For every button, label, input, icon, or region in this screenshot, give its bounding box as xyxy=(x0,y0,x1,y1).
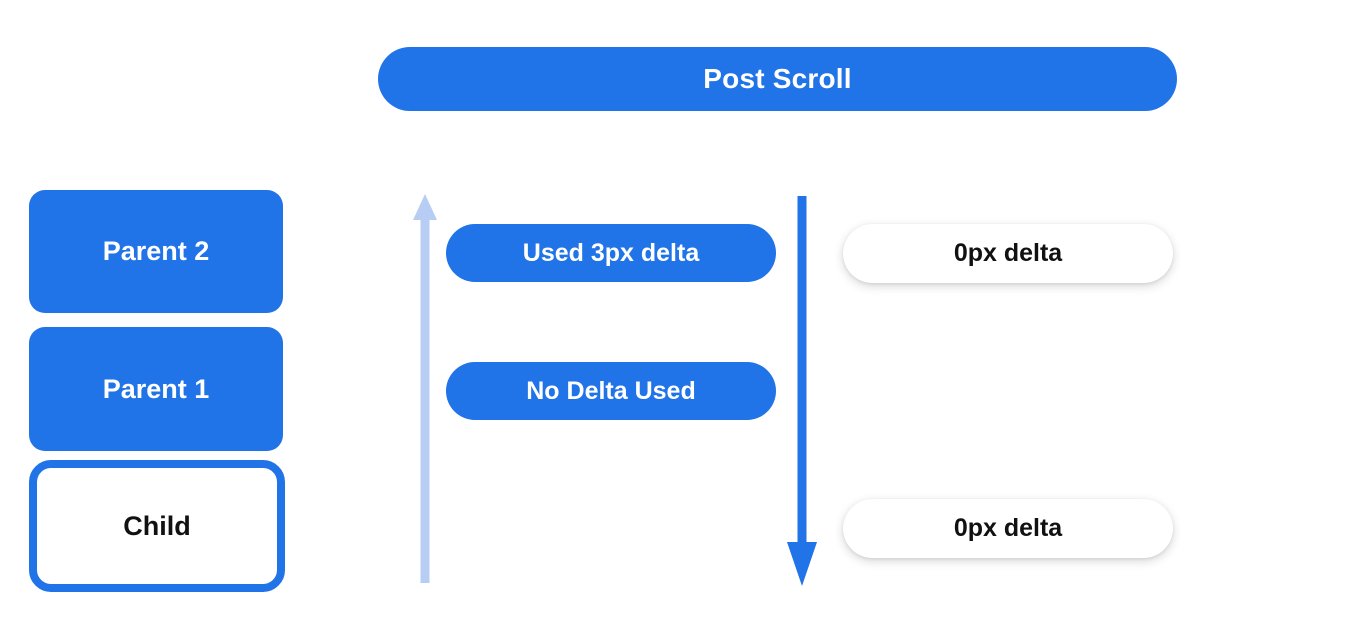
no-delta-pill: No Delta Used xyxy=(446,362,776,420)
no-delta-label: No Delta Used xyxy=(526,376,696,405)
zero-delta-bottom-label: 0px delta xyxy=(953,514,1063,542)
zero-delta-top-pill: 0px delta xyxy=(843,224,1173,283)
zero-delta-bottom-pill: 0px delta xyxy=(843,499,1173,558)
zero-delta-top-label: 0px delta xyxy=(953,239,1063,267)
down-arrow-icon xyxy=(787,196,817,586)
parent2-label: Parent 2 xyxy=(102,236,210,266)
child-label: Child xyxy=(123,510,191,541)
parent1-node: Parent 1 xyxy=(29,327,283,451)
post-scroll-label: Post Scroll xyxy=(703,63,852,94)
parent1-label: Parent 1 xyxy=(102,373,210,404)
used-delta-pill: Used 3px delta xyxy=(446,224,776,282)
up-arrow-icon xyxy=(413,194,437,583)
used-delta-label: Used 3px delta xyxy=(522,238,700,267)
child-node: Child xyxy=(29,460,285,592)
post-scroll-header-pill: Post Scroll xyxy=(378,47,1177,111)
parent2-node: Parent 2 xyxy=(29,190,283,313)
